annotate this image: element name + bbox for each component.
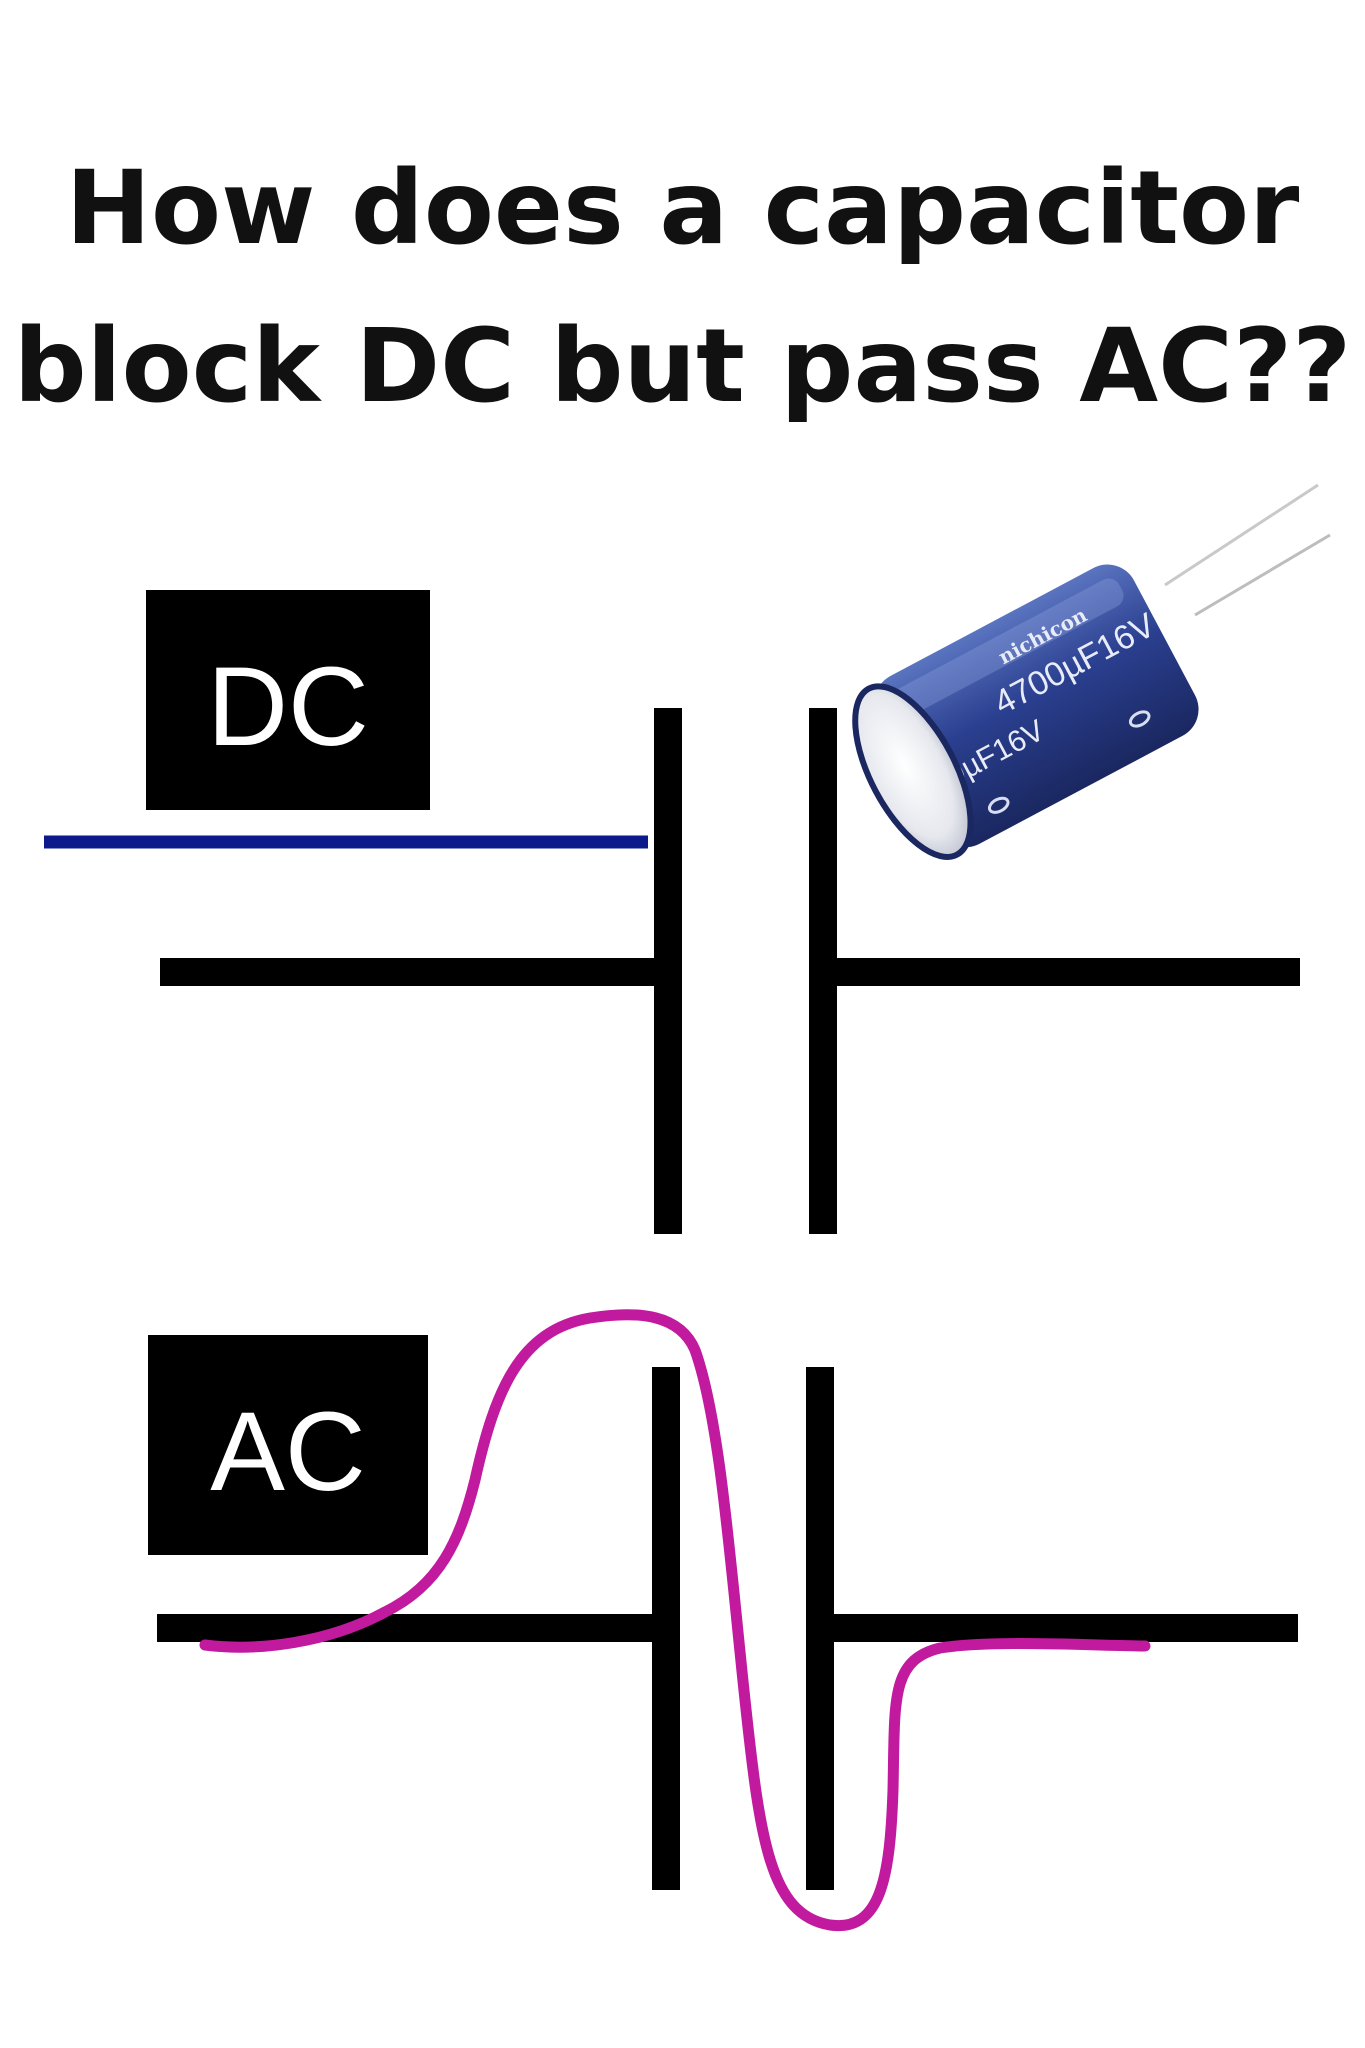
capacitor-photo: nichicon 4700µF16V 00µF16V — [852, 483, 1331, 860]
ac-section: AC — [148, 1309, 1298, 1932]
dc-section: DC — [44, 590, 1300, 1234]
dc-label: DC — [207, 644, 369, 769]
title-line-2: block DC but pass AC?? — [13, 307, 1352, 426]
page-title: How does a capacitor block DC but pass A… — [0, 130, 1365, 446]
title-line-1: How does a capacitor — [65, 149, 1300, 268]
ac-label-box — [148, 1335, 428, 1555]
capacitor-lead-1 — [1164, 483, 1319, 587]
ac-label: AC — [210, 1389, 366, 1514]
capacitor-lead-2 — [1194, 533, 1331, 617]
dc-label-box — [146, 590, 430, 810]
capacitor-top-face — [852, 683, 974, 860]
ac-signal-wave — [199, 1309, 1151, 1932]
